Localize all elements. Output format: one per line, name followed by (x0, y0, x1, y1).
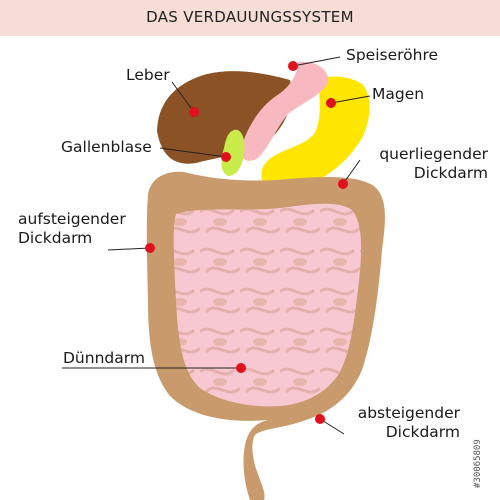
marker-leber (189, 107, 199, 117)
label-leber: Leber (126, 66, 170, 84)
leader-line-aufsteigender (107, 247, 151, 251)
leader-line-speiseroehre (292, 56, 341, 67)
marker-duenndarm (236, 363, 246, 373)
label-magen: Magen (372, 85, 425, 103)
label-querliegender-line2: Dickdarm (413, 164, 488, 182)
label-absteigender-line1: absteigender (357, 404, 460, 422)
label-gallenblase: Gallenblase (61, 138, 152, 156)
gallbladder-shape (221, 129, 245, 176)
label-absteigender-line2: Dickdarm (385, 423, 460, 441)
label-aufsteigender-line2: Dickdarm (18, 229, 93, 247)
stock-credit: #30065809 (473, 439, 483, 488)
marker-absteigender-dickdarm (315, 414, 325, 424)
label-querliegender-dickdarm: querliegender Dickdarm (358, 145, 488, 183)
marker-aufsteigender-dickdarm (145, 243, 155, 253)
label-absteigender-dickdarm: absteigender Dickdarm (340, 404, 460, 442)
label-aufsteigender-line1: aufsteigender (18, 210, 126, 228)
leader-line-gallenblase (159, 147, 227, 158)
label-duenndarm: Dünndarm (63, 349, 145, 367)
label-speiseroehre: Speiseröhre (346, 46, 439, 64)
marker-querliegender-dickdarm (338, 179, 348, 189)
marker-gallenblase (221, 152, 231, 162)
leader-line-magen (330, 95, 371, 104)
title-band (0, 0, 500, 36)
marker-magen (326, 98, 336, 108)
small-intestine-shape (173, 203, 362, 407)
esophagus-shape (240, 61, 329, 161)
stomach-shape (261, 76, 370, 191)
label-aufsteigender-dickdarm: aufsteigender Dickdarm (18, 210, 126, 248)
label-querliegender-line1: querliegender (379, 145, 488, 163)
marker-speiseroehre (288, 61, 298, 71)
leader-line-leber (171, 81, 195, 113)
diagram-title: DAS VERDAUUNGSSYSTEM (146, 8, 354, 26)
